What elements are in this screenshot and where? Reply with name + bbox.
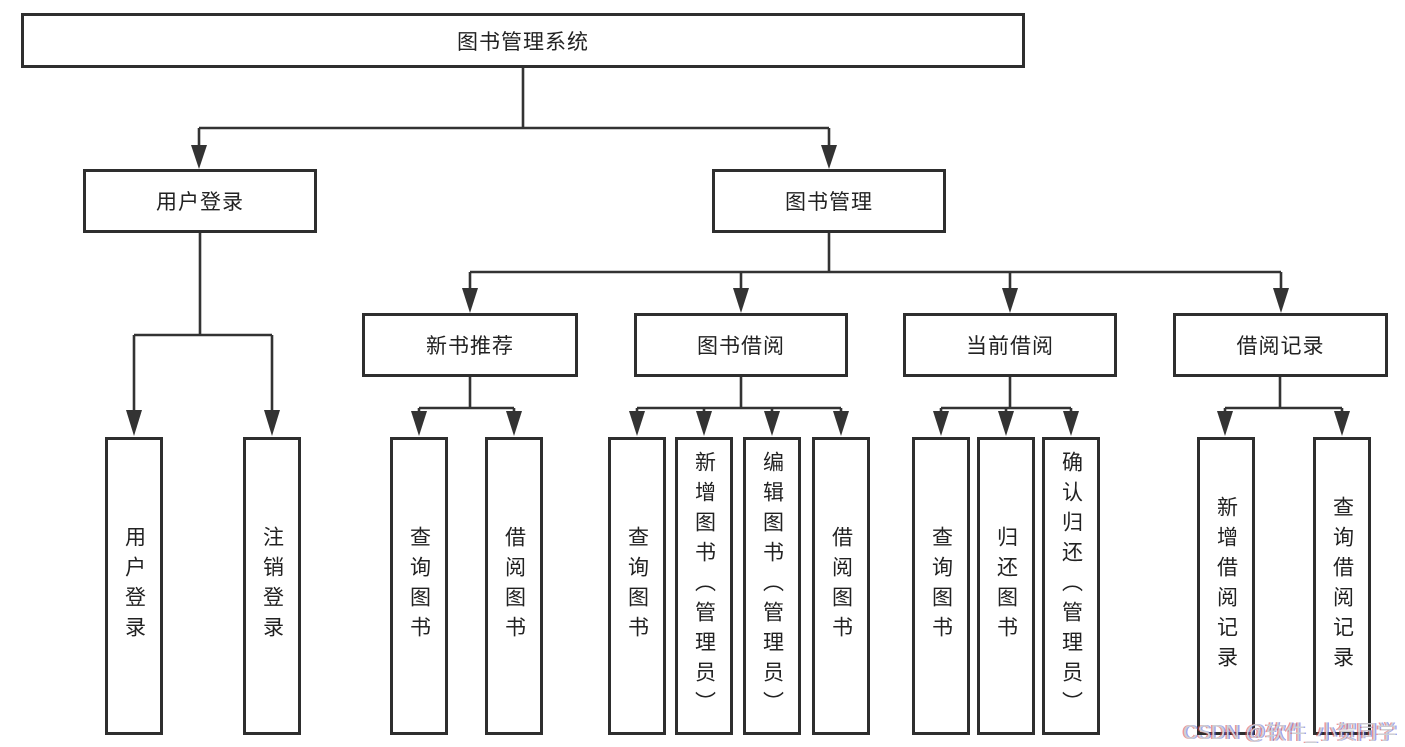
node-new-book-recommend-label: 新书推荐 xyxy=(426,335,514,358)
node-new-book-recommend: 新书推荐 xyxy=(362,313,578,377)
leaf-borrow-edit-books-admin-label: 编辑图书（管理员） xyxy=(760,451,784,721)
leaf-recommend-borrow-books-label: 借阅图书 xyxy=(502,526,526,646)
leaf-borrow-borrow-books: 借阅图书 xyxy=(812,437,870,735)
leaf-borrow-query-books-label: 查询图书 xyxy=(625,526,649,646)
csdn-watermark: CSDN @软件_小贺同学 xyxy=(1183,722,1397,744)
arrowheads xyxy=(126,145,1350,436)
leaf-current-confirm-return-admin-label: 确认归还（管理员） xyxy=(1059,451,1083,721)
leaf-borrow-add-books-admin: 新增图书（管理员） xyxy=(675,437,733,735)
leaf-current-return-books-label: 归还图书 xyxy=(994,526,1018,646)
node-user-login-label: 用户登录 xyxy=(156,191,244,214)
leaf-records-query-record-label: 查询借阅记录 xyxy=(1330,496,1354,676)
leaf-current-query-books-label: 查询图书 xyxy=(929,526,953,646)
leaf-user-login-label: 用户登录 xyxy=(122,526,146,646)
leaf-recommend-query-books-label: 查询图书 xyxy=(407,526,431,646)
leaf-borrow-borrow-books-label: 借阅图书 xyxy=(829,526,853,646)
leaf-recommend-query-books: 查询图书 xyxy=(390,437,448,735)
node-book-borrow-label: 图书借阅 xyxy=(697,335,785,358)
node-book-management-label: 图书管理 xyxy=(785,191,873,214)
leaf-recommend-borrow-books: 借阅图书 xyxy=(485,437,543,735)
node-current-borrow: 当前借阅 xyxy=(903,313,1117,377)
leaf-logout: 注销登录 xyxy=(243,437,301,735)
leaf-current-confirm-return-admin: 确认归还（管理员） xyxy=(1042,437,1100,735)
node-current-borrow-label: 当前借阅 xyxy=(966,335,1054,358)
node-root-label: 图书管理系统 xyxy=(457,30,589,54)
leaf-borrow-query-books: 查询图书 xyxy=(608,437,666,735)
leaf-user-login: 用户登录 xyxy=(105,437,163,735)
node-root: 图书管理系统 xyxy=(21,13,1025,68)
node-borrow-records-label: 借阅记录 xyxy=(1236,335,1325,358)
leaf-logout-label: 注销登录 xyxy=(260,526,284,646)
leaf-current-query-books: 查询图书 xyxy=(912,437,970,735)
leaf-borrow-add-books-admin-label: 新增图书（管理员） xyxy=(692,451,716,721)
node-user-login: 用户登录 xyxy=(83,169,317,233)
leaf-records-add-record-label: 新增借阅记录 xyxy=(1214,496,1238,676)
leaf-current-return-books: 归还图书 xyxy=(977,437,1035,735)
node-borrow-records: 借阅记录 xyxy=(1173,313,1388,377)
leaf-records-add-record: 新增借阅记录 xyxy=(1197,437,1255,735)
leaf-borrow-edit-books-admin: 编辑图书（管理员） xyxy=(743,437,801,735)
node-book-management: 图书管理 xyxy=(712,169,946,233)
node-book-borrow: 图书借阅 xyxy=(634,313,848,377)
leaf-records-query-record: 查询借阅记录 xyxy=(1313,437,1371,735)
